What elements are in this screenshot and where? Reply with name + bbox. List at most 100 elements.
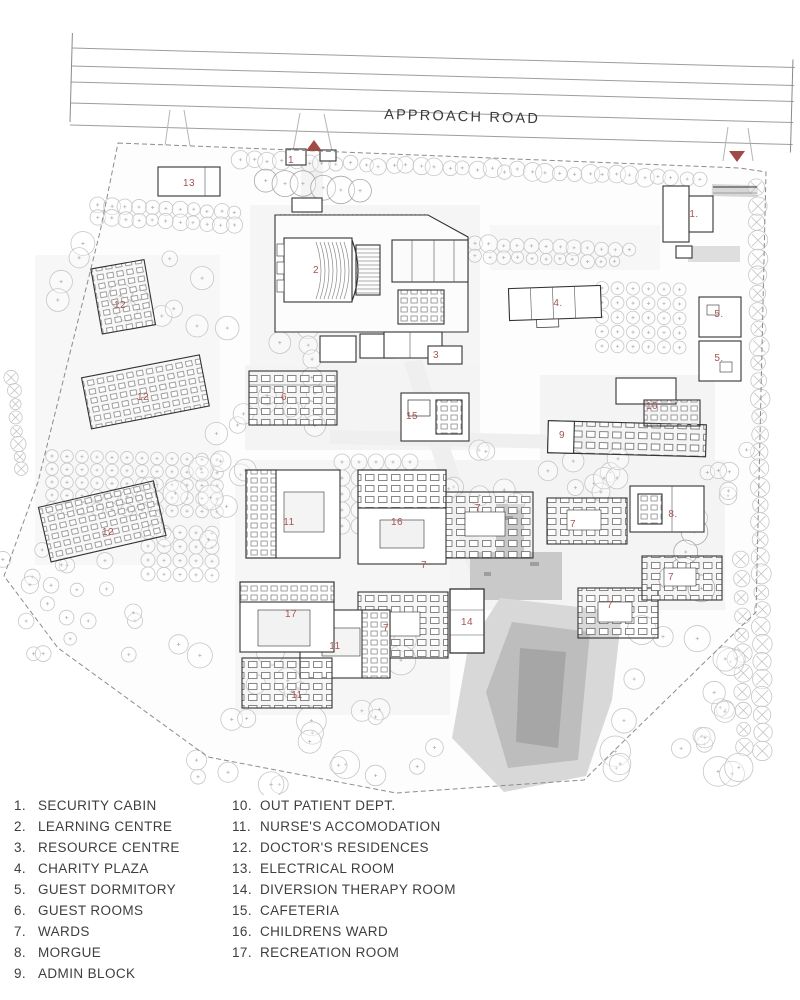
building-16-childrens-ward — [357, 469, 447, 565]
plan-number-label: 7 — [668, 572, 674, 583]
legend-item-label: NURSE'S ACCOMODATION — [260, 819, 441, 834]
legend-item-label: CHILDRENS WARD — [260, 924, 389, 939]
legend-item-number: 14. — [232, 882, 252, 897]
driveways — [164, 109, 754, 162]
legend-item-number: 13. — [232, 861, 252, 876]
legend-item-number: 16. — [232, 924, 252, 939]
legend-item: 7. WARDS — [14, 921, 180, 942]
building-6-guest-rooms — [248, 370, 338, 426]
plan-number-label: 10 — [646, 401, 658, 412]
legend-item-label: RESOURCE CENTRE — [38, 840, 180, 855]
plan-number-label: 7 — [570, 519, 576, 530]
legend-item: 16. CHILDRENS WARD — [232, 921, 456, 942]
plan-number-label: 16 — [391, 517, 403, 528]
legend-column-2: 10. OUT PATIENT DEPT. 11. NURSE'S ACCOMODAT… — [232, 795, 456, 963]
legend-item-label: DIVERSION THERAPY ROOM — [260, 882, 456, 897]
plan-number-label: 12 — [137, 392, 149, 403]
legend-item-label: RECREATION ROOM — [260, 945, 400, 960]
legend-item-label: CHARITY PLAZA — [38, 861, 149, 876]
legend-item: 11. NURSE'S ACCOMODATION — [232, 816, 456, 837]
main-gate-cabins — [285, 148, 337, 166]
legend-item: 2.LEARNING CENTRE — [14, 816, 180, 837]
plan-number-label: 11 — [329, 641, 340, 652]
legend-item: 4. CHARITY PLAZA — [14, 858, 180, 879]
plan-number-label: 12 — [114, 300, 126, 311]
legend-item: 8. MORGUE — [14, 942, 180, 963]
plan-number-label: 7 — [421, 560, 427, 571]
building-5-guest-dormitory — [698, 296, 742, 382]
entrance-arrow-down-icon — [729, 151, 745, 162]
legend-item-label: MORGUE — [38, 945, 102, 960]
plan-number-label: 11 — [283, 517, 294, 528]
legend-item: 12. DOCTOR'S RESIDENCES — [232, 837, 456, 858]
site-boundary — [3, 142, 767, 794]
legend-item-label: WARDS — [38, 924, 90, 939]
legend-item-label: SECURITY CABIN — [38, 798, 157, 813]
building-2-learning-centre — [274, 197, 469, 363]
plan-number-label: 6 — [281, 392, 287, 403]
building-12-doctors-residences — [37, 258, 210, 563]
plan-number-label: 15 — [406, 411, 418, 422]
legend-item: 6. GUEST ROOMS — [14, 900, 180, 921]
legend-item-number: 10. — [232, 798, 252, 813]
building-4-charity-plaza — [507, 284, 603, 329]
plan-number-label: 3 — [433, 350, 439, 361]
legend-column-1: 1. SECURITY CABIN 2.LEARNING CENTRE 3. RESOU… — [14, 795, 180, 984]
legend-item: 10. OUT PATIENT DEPT. — [232, 795, 456, 816]
legend-item: 13. ELECTRICAL ROOM — [232, 858, 456, 879]
legend-item-number: 6. — [14, 903, 27, 918]
plan-number-label: 1. — [689, 209, 698, 220]
legend-item-label: CAFETERIA — [260, 903, 340, 918]
legend-item-number: 15. — [232, 903, 252, 918]
legend-item-label: DOCTOR'S RESIDENCES — [260, 840, 429, 855]
plan-number-label: 5. — [714, 353, 723, 364]
plan-number-label: 17 — [285, 609, 297, 620]
plan-number-label: 11 — [291, 690, 302, 701]
building-13-electrical-room — [157, 166, 221, 197]
entrance-markers — [306, 140, 745, 162]
building-10-out-patient-dept — [615, 377, 701, 427]
plan-number-label: 4. — [553, 298, 562, 309]
plan-number-label: 7 — [383, 623, 389, 634]
building-9-admin-block — [547, 420, 707, 458]
entrance-arrow-up-icon — [306, 140, 322, 151]
legend-item-label: GUEST ROOMS — [38, 903, 144, 918]
legend-item: 15. CAFETERIA — [232, 900, 456, 921]
building-8-morgue — [629, 485, 705, 533]
legend-item-number: 9. — [14, 966, 27, 981]
plan-number-label: 5. — [714, 309, 723, 320]
legend-item-label: GUEST DORMITORY — [38, 882, 177, 897]
approach-road-label: APPROACH ROAD — [384, 107, 540, 127]
legend-item-number: 5. — [14, 882, 27, 897]
building-3-resource-centre — [383, 331, 463, 365]
plan-number-label: 9 — [559, 430, 565, 441]
building-15-cafeteria — [400, 392, 470, 442]
plan-number-label: 8. — [668, 509, 677, 520]
building-1-security-cabin — [662, 185, 757, 259]
legend-item-number: 2. — [14, 819, 27, 834]
legend-item-label: OUT PATIENT DEPT. — [260, 798, 396, 813]
approach-road — [69, 32, 795, 153]
plan-number-label: 14 — [461, 617, 473, 628]
building-14-diversion-therapy — [449, 588, 485, 654]
legend-item: 3. RESOURCE CENTRE — [14, 837, 180, 858]
plan-number-label: 13 — [183, 178, 195, 189]
legend-item: 5. GUEST DORMITORY — [14, 879, 180, 900]
legend-item-number: 8. — [14, 945, 27, 960]
plan-number-label: 1 — [288, 155, 294, 166]
plan-number-labels: 11.234.5.5.67777778.91011111112121213141… — [102, 155, 723, 701]
legend-item-number: 12. — [232, 840, 252, 855]
legend-item: 9. ADMIN BLOCK — [14, 963, 180, 984]
legend-item-number: 3. — [14, 840, 27, 855]
legend-item-number: 7. — [14, 924, 27, 939]
legend-item-number: 1. — [14, 798, 27, 813]
building-17-recreation-room — [239, 581, 335, 653]
legend-item-number: 4. — [14, 861, 27, 876]
water-feature — [452, 598, 622, 792]
legend-item: 1. SECURITY CABIN — [14, 795, 180, 816]
legend-item-number: 11. — [232, 819, 251, 834]
legend-item-label: ELECTRICAL ROOM — [260, 861, 395, 876]
plan-number-label: 12 — [102, 527, 114, 538]
legend-item-label: ADMIN BLOCK — [38, 966, 136, 981]
plan-number-label: 7 — [475, 503, 481, 514]
